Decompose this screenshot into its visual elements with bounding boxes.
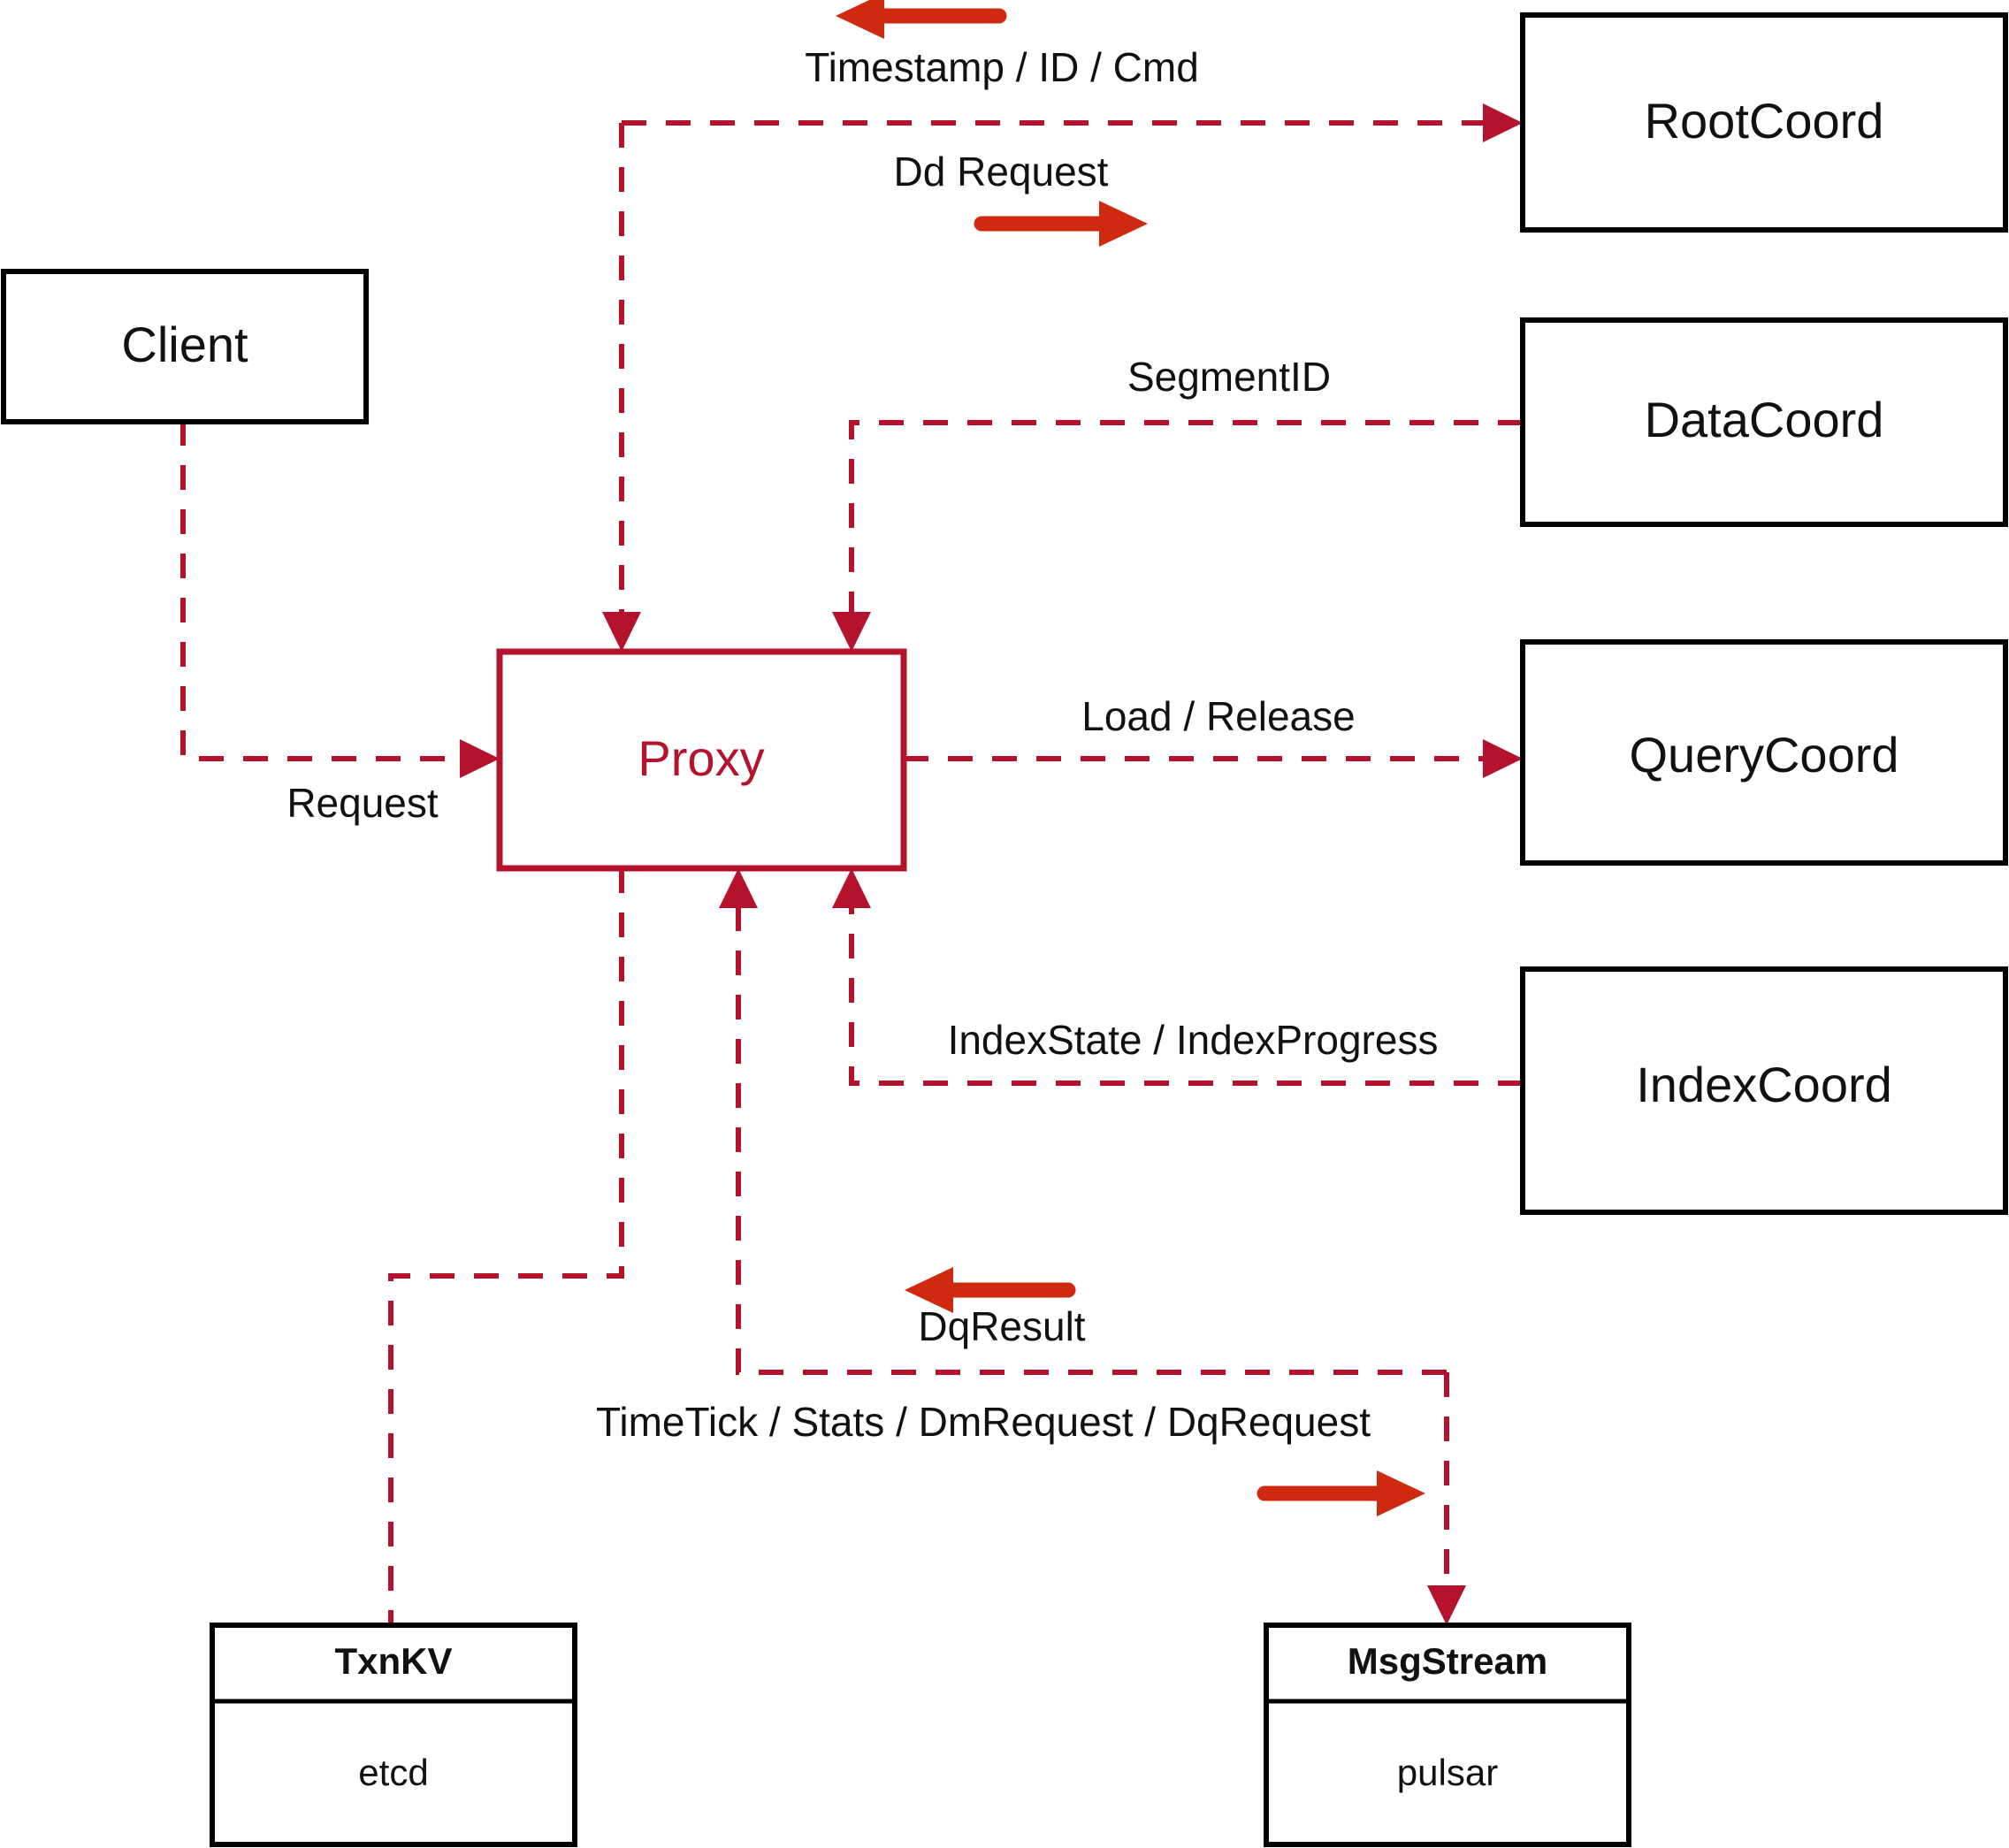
edge-label-msgstream-to-proxy: DqResult xyxy=(918,1303,1085,1349)
edge-label-datacoord-to-proxy: SegmentID xyxy=(1127,354,1331,400)
node-datacoord-label: DataCoord xyxy=(1645,392,1884,447)
node-proxy[interactable]: Proxy xyxy=(496,648,907,872)
node-client-label: Client xyxy=(121,317,248,372)
edge-indexcoord-to-proxy xyxy=(832,868,1523,1086)
edge-client-to-proxy xyxy=(180,421,500,778)
node-msgstream-label: MsgStream xyxy=(1348,1640,1547,1682)
node-txnkv[interactable]: TxnKV etcd xyxy=(210,1623,577,1847)
edge-label-proxy-to-msgstream: TimeTick / Stats / DmRequest / DqRequest xyxy=(596,1399,1371,1445)
node-txnkv-sublabel: etcd xyxy=(358,1752,428,1793)
node-rootcoord[interactable]: RootCoord xyxy=(1520,12,2008,233)
node-indexcoord[interactable]: IndexCoord xyxy=(1520,966,2008,1215)
node-querycoord-label: QueryCoord xyxy=(1629,727,1898,783)
node-msgstream-sublabel: pulsar xyxy=(1397,1752,1498,1793)
edge-rootcoord-to-proxy xyxy=(602,123,641,652)
node-proxy-label: Proxy xyxy=(638,730,764,786)
node-client[interactable]: Client xyxy=(1,269,369,424)
edge-proxy-to-txnkv xyxy=(388,868,624,1625)
node-msgstream[interactable]: MsgStream pulsar xyxy=(1264,1623,1631,1847)
edge-msgstream-to-proxy xyxy=(719,868,1447,1375)
edge-label-proxy-to-rootcoord: Dd Request xyxy=(894,149,1109,195)
direction-arrow-proxy-to-rootcoord xyxy=(974,201,1148,247)
direction-arrow-msgstream-to-proxy xyxy=(905,1267,1076,1313)
edge-proxy-to-rootcoord xyxy=(622,103,1523,142)
edge-label-rootcoord-to-proxy: Timestamp / ID / Cmd xyxy=(805,44,1199,90)
edge-label-client-to-proxy: Request xyxy=(286,780,439,826)
node-rootcoord-label: RootCoord xyxy=(1645,93,1884,149)
node-indexcoord-label: IndexCoord xyxy=(1636,1057,1892,1112)
edge-datacoord-to-proxy xyxy=(832,420,1523,652)
direction-arrow-rootcoord-to-proxy xyxy=(836,0,1007,39)
edge-proxy-to-querycoord xyxy=(904,739,1523,778)
direction-arrow-proxy-to-msgstream xyxy=(1257,1470,1425,1516)
edge-label-indexcoord-to-proxy: IndexState / IndexProgress xyxy=(948,1017,1439,1063)
edge-label-proxy-to-querycoord: Load / Release xyxy=(1081,693,1355,739)
edge-proxy-to-msgstream xyxy=(1427,1372,1466,1625)
node-querycoord[interactable]: QueryCoord xyxy=(1520,639,2008,866)
node-datacoord[interactable]: DataCoord xyxy=(1520,317,2008,527)
node-txnkv-label: TxnKV xyxy=(334,1640,452,1682)
